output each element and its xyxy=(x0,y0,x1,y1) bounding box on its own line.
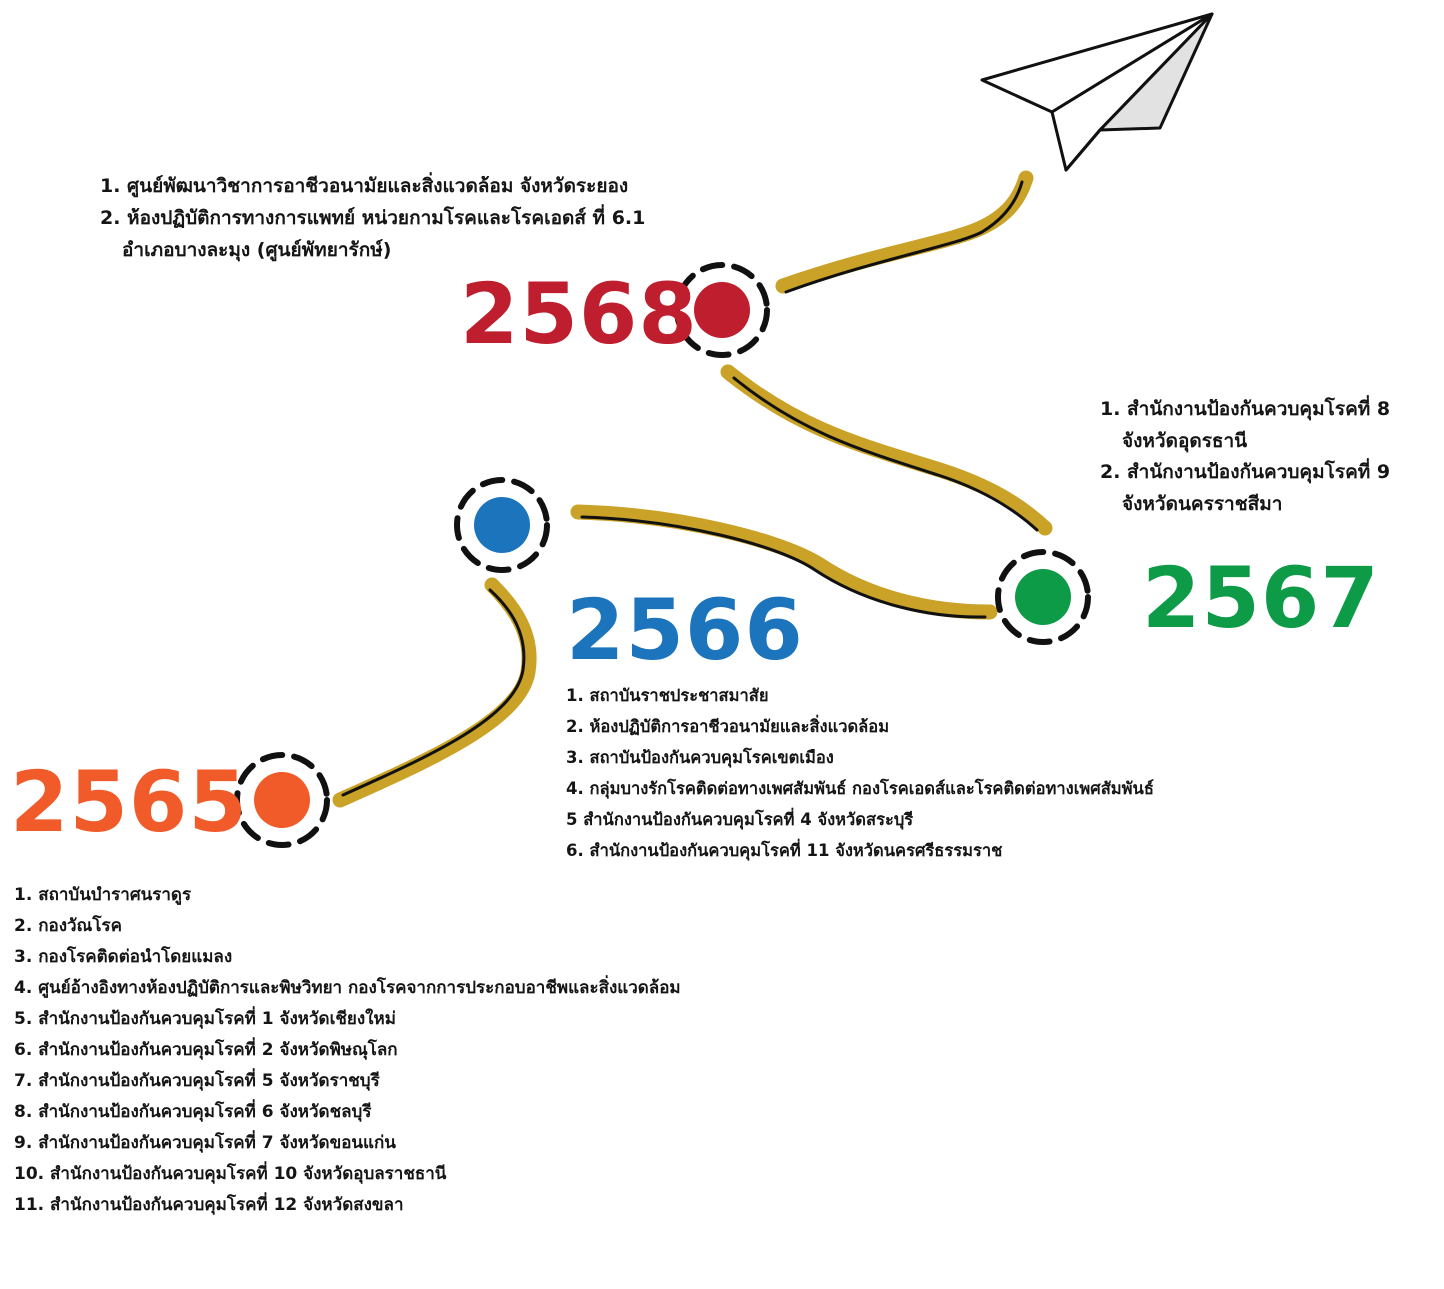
list-item-text: 1. ศูนย์พัฒนาวิชาการอาชีวอนามัยและสิ่งแว… xyxy=(100,175,629,197)
list-item: 9. สำนักงานป้องกันควบคุมโรคที่ 7 จังหวัด… xyxy=(14,1133,396,1153)
list-item: 5 สำนักงานป้องกันควบคุมโรคที่ 4 จังหวัดส… xyxy=(566,810,914,829)
year-label-2568: 2568 xyxy=(460,265,698,363)
marker-2565 xyxy=(234,752,330,848)
list-2565: 1. สถาบันบำราศนราดูร 2. กองวัณโรค 3. กอง… xyxy=(14,880,681,1221)
list-item: 4. ศูนย์อ้างอิงทางห้องปฏิบัติการและพิษวิ… xyxy=(14,978,681,998)
path-segment-2567-2568 xyxy=(720,364,1053,536)
list-item: 2. สำนักงานป้องกันควบคุมโรคที่ 9 จังหวัด… xyxy=(1100,457,1390,520)
path-segment-2566-2567 xyxy=(570,504,998,620)
marker-2566 xyxy=(454,477,550,573)
list-item: 1. สถาบันบำราศนราดูร xyxy=(14,885,192,905)
list-item: 6. สำนักงานป้องกันควบคุมโรคที่ 11 จังหวั… xyxy=(566,841,1003,860)
list-item: 5. สำนักงานป้องกันควบคุมโรคที่ 1 จังหวัด… xyxy=(14,1009,396,1029)
list-item-text: 1. สำนักงานป้องกันควบคุมโรคที่ 8 xyxy=(1100,398,1391,420)
path-segment-2568-plane xyxy=(775,170,1034,294)
list-item-continuation: จังหวัดนครราชสีมา xyxy=(1122,492,1283,515)
list-item: 8. สำนักงานป้องกันควบคุมโรคที่ 6 จังหวัด… xyxy=(14,1102,372,1122)
list-item: 4. กลุ่มบางรักโรคติดต่อทางเพศสัมพันธ์ กอ… xyxy=(566,779,1154,798)
list-item: 7. สำนักงานป้องกันควบคุมโรคที่ 5 จังหวัด… xyxy=(14,1071,380,1091)
paper-plane-icon xyxy=(980,12,1214,172)
list-item: 1. สถาบันราชประชาสมาสัย xyxy=(566,686,769,705)
list-item: 1. ศูนย์พัฒนาวิชาการอาชีวอนามัยและสิ่งแว… xyxy=(100,170,645,202)
marker-2567 xyxy=(995,549,1091,645)
list-item: 2. ห้องปฏิบัติการทางการแพทย์ หน่วยกามโรค… xyxy=(100,202,645,266)
timeline-path xyxy=(332,170,1053,808)
year-label-2567: 2567 xyxy=(1142,549,1380,647)
path-segment-2565-2566 xyxy=(332,577,537,808)
list-item: 3. กองโรคติดต่อนำโดยแมลง xyxy=(14,947,233,967)
list-2566: 1. สถาบันราชประชาสมาสัย 2. ห้องปฏิบัติกา… xyxy=(566,680,1154,866)
list-item: 6. สำนักงานป้องกันควบคุมโรคที่ 2 จังหวัด… xyxy=(14,1040,398,1060)
list-item: 11. สำนักงานป้องกันควบคุมโรคที่ 12 จังหว… xyxy=(14,1195,404,1215)
year-label-2565: 2565 xyxy=(10,753,248,851)
list-item: 10. สำนักงานป้องกันควบคุมโรคที่ 10 จังหว… xyxy=(14,1164,447,1184)
list-item: 1. สำนักงานป้องกันควบคุมโรคที่ 8 จังหวัด… xyxy=(1100,394,1390,457)
list-item-continuation: อำเภอบางละมุง (ศูนย์พัทยารักษ์) xyxy=(122,239,392,261)
list-item-continuation: จังหวัดอุดรธานี xyxy=(1122,429,1248,452)
year-label-2566: 2566 xyxy=(566,581,804,679)
list-item-text: 2. สำนักงานป้องกันควบคุมโรคที่ 9 xyxy=(1100,461,1391,483)
list-item: 2. ห้องปฏิบัติการอาชีวอนามัยและสิ่งแวดล้… xyxy=(566,717,890,736)
marker-2568 xyxy=(674,262,770,358)
list-2567: 1. สำนักงานป้องกันควบคุมโรคที่ 8 จังหวัด… xyxy=(1100,394,1390,520)
list-item: 2. กองวัณโรค xyxy=(14,916,122,936)
list-item: 3. สถาบันป้องกันควบคุมโรคเขตเมือง xyxy=(566,748,834,767)
list-item-text: 2. ห้องปฏิบัติการทางการแพทย์ หน่วยกามโรค… xyxy=(100,207,646,229)
list-2568: 1. ศูนย์พัฒนาวิชาการอาชีวอนามัยและสิ่งแว… xyxy=(100,170,645,266)
